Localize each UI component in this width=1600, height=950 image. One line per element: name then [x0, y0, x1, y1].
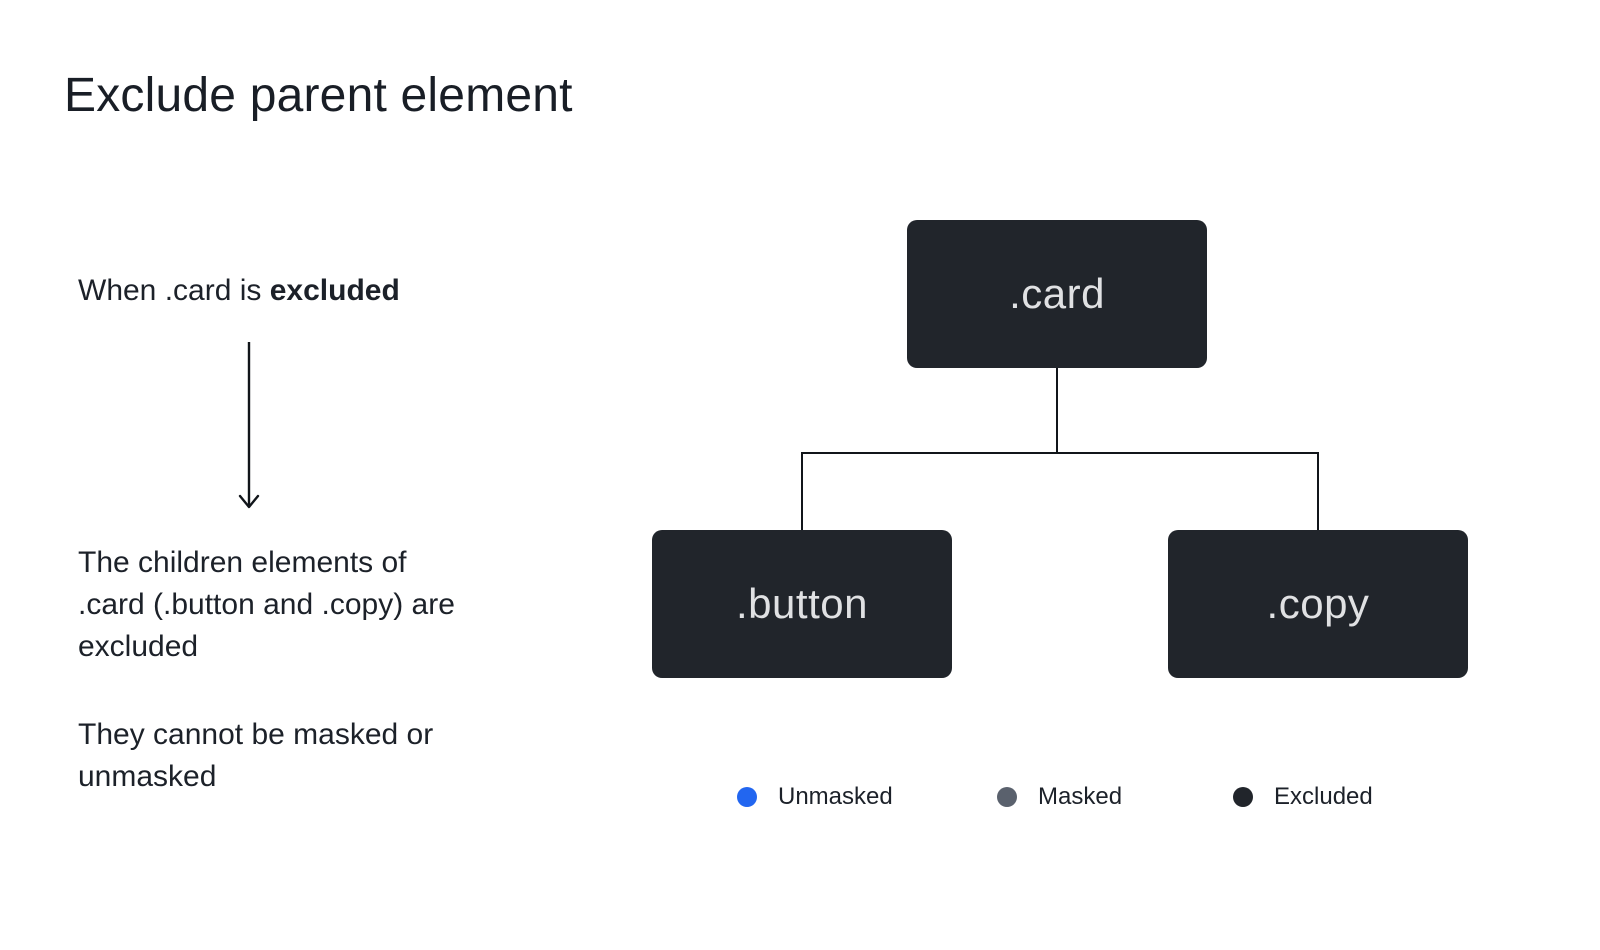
legend-item-unmasked: Unmasked [737, 783, 893, 810]
tree-node-button: .button [652, 530, 952, 678]
connector-horizontal [801, 452, 1319, 454]
legend-item-excluded: Excluded [1233, 783, 1373, 810]
connector-drop-right [1317, 452, 1319, 530]
legend-label-unmasked: Unmasked [778, 783, 893, 810]
tree-node-copy: .copy [1168, 530, 1468, 678]
legend-item-masked: Masked [997, 783, 1123, 810]
legend-dot-unmasked-icon [737, 787, 757, 807]
intro-text-bold: excluded [269, 274, 400, 307]
children-excluded-paragraph: The children elements of .card (.button … [78, 546, 455, 663]
cannot-mask-paragraph: They cannot be masked or unmasked [78, 718, 434, 793]
tree-node-button-label: .button [736, 580, 868, 627]
intro-text: When .card is excluded [78, 274, 400, 308]
tree-node-copy-label: .copy [1266, 580, 1370, 627]
connector-drop-left [801, 452, 803, 530]
legend-dot-excluded-icon [1233, 787, 1253, 807]
connector-stem [1056, 368, 1058, 453]
down-arrow-icon [238, 342, 260, 509]
legend-label-excluded: Excluded [1274, 783, 1373, 810]
legend-dot-masked-icon [997, 787, 1017, 807]
tree-node-card: .card [907, 220, 1207, 368]
tree-node-card-label: .card [1009, 270, 1105, 317]
intro-text-prefix: When .card is [78, 274, 270, 307]
page-title: Exclude parent element [64, 69, 573, 122]
legend-label-masked: Masked [1038, 783, 1123, 810]
